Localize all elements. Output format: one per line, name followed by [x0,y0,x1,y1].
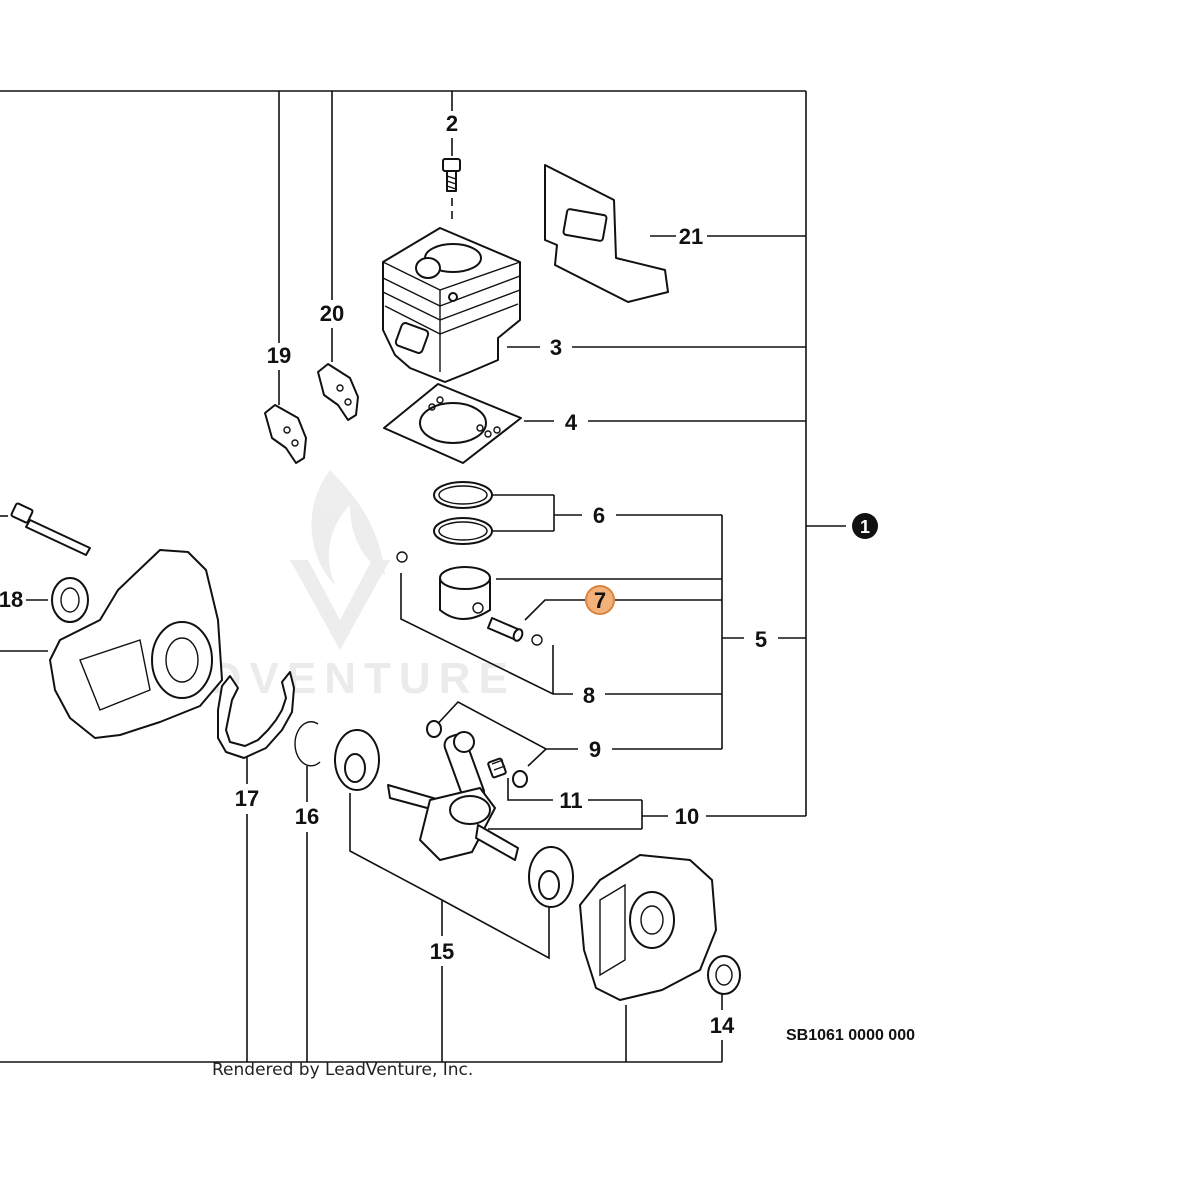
part-pin-7 [487,617,524,642]
callout-19[interactable]: 19 [267,343,291,368]
callout-14[interactable]: 14 [710,1013,735,1038]
part-crankshaft-10 [387,731,519,861]
callout-17[interactable]: 17 [235,786,259,811]
part-washer-9 [426,720,528,788]
part-gasket-4 [383,383,522,464]
callout-18[interactable]: 18 [0,587,23,612]
part-shield-21 [544,164,669,303]
callout-5[interactable]: 5 [755,627,767,652]
callout-10[interactable]: 10 [675,804,699,829]
callout-7-highlight[interactable] [585,585,615,615]
callout-1-badge[interactable] [852,513,878,539]
callout-11[interactable]: 11 [559,788,582,813]
part-gasket-17 [217,671,295,759]
callout-2[interactable]: 2 [446,111,458,136]
part-seal-14 [707,955,741,995]
part-crankcase-left [49,549,223,739]
callout-15[interactable]: 15 [430,939,454,964]
part-rings-6 [433,481,493,545]
part-long-bolt [10,502,91,556]
part-piston-5 [439,566,491,620]
callout-16[interactable]: 16 [295,804,319,829]
part-ballbearing-15 [334,729,574,908]
callout-6[interactable]: 6 [593,503,605,528]
part-snapring-16 [294,721,321,767]
callout-8[interactable]: 8 [583,683,595,708]
diagram-reference-code: SB1061 0000 000 [786,1027,915,1044]
part-gasket-19 [264,404,307,464]
callout-4[interactable]: 4 [565,410,578,435]
part-circlip-8 [396,551,543,646]
callout-7[interactable]: 7 [594,588,606,613]
callout-9[interactable]: 9 [589,737,601,762]
part-bolt-2 [442,158,461,192]
part-gasket-20 [317,363,359,421]
part-bearing-11 [487,757,507,779]
callouts: 2 21 20 19 3 4 6 1 7 5 8 9 11 10 18 17 1… [0,111,878,1038]
callout-1[interactable]: 1 [860,517,870,537]
render-credit: Rendered by LeadVenture, Inc. [212,1060,473,1080]
part-seal-18 [51,577,89,623]
callout-20[interactable]: 20 [320,301,344,326]
part-cylinder-3 [382,227,521,383]
callout-3[interactable]: 3 [550,335,562,360]
leader-lines [0,90,846,1063]
part-crankcase-right [579,854,717,1001]
callout-21[interactable]: 21 [679,224,703,249]
